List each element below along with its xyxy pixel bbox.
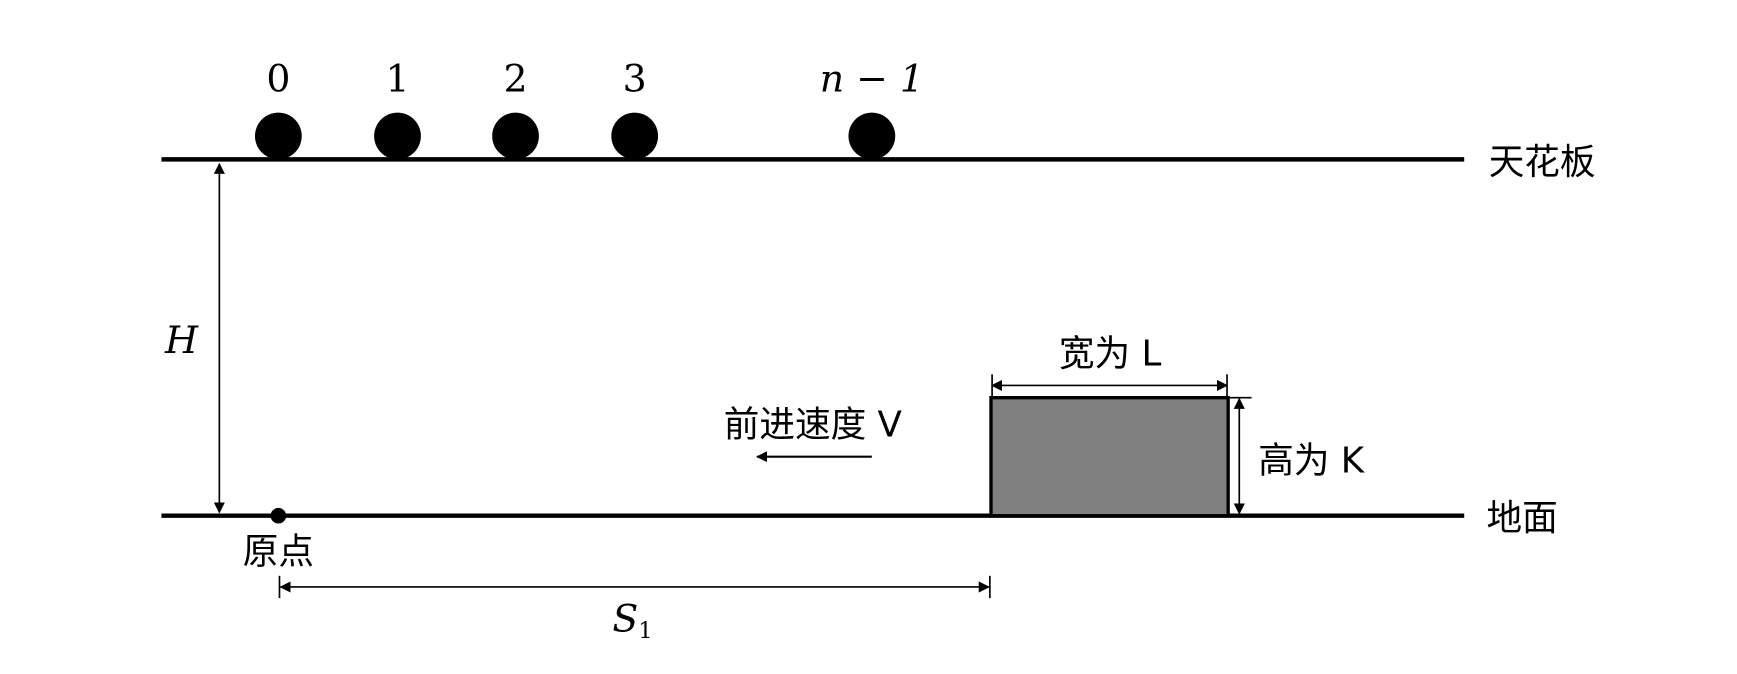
obstacle-box — [989, 396, 1230, 518]
ball-label-n-1: n − 1 — [820, 56, 924, 100]
ball-3 — [611, 112, 659, 160]
box-width-label: 宽为 L — [1059, 333, 1162, 374]
ball-label-2: 2 — [503, 56, 527, 100]
height-label: H — [164, 318, 199, 362]
ball-2 — [492, 112, 539, 160]
ground-label: 地面 — [1486, 498, 1557, 539]
origin-dot — [270, 507, 287, 524]
ceiling-label: 天花板 — [1489, 142, 1596, 183]
balls — [254, 112, 896, 160]
ball-1 — [374, 112, 421, 160]
ball-label-0: 0 — [266, 56, 290, 100]
distance-label: S1 — [612, 597, 652, 645]
speed-label: 前进速度 V — [724, 405, 903, 446]
ball-label-1: 1 — [385, 56, 409, 100]
origin-label: 原点 — [243, 532, 314, 573]
box-height-label: 高为 K — [1258, 440, 1366, 481]
ball-label-3: 3 — [623, 56, 647, 100]
ball-0 — [254, 112, 302, 160]
ball-n-1 — [848, 112, 896, 160]
